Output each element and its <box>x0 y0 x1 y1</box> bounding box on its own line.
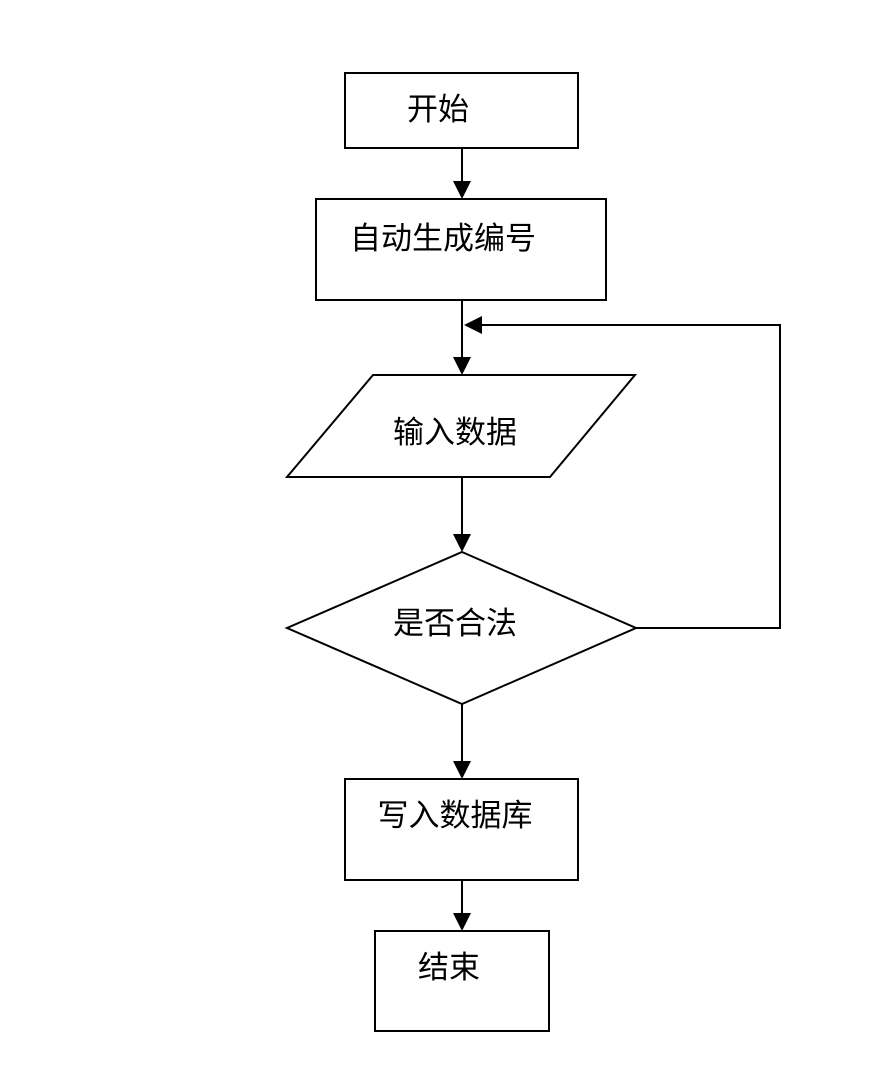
edge-is-valid-loop-back <box>464 316 781 629</box>
node-generate-id: 自动生成编号 <box>315 198 607 301</box>
start-box <box>344 72 579 149</box>
start-label: 开始 <box>407 92 469 128</box>
node-write-db: 写入数据库 <box>344 778 579 881</box>
arrowhead-icon <box>453 913 471 931</box>
input-data-label: 输入数据 <box>393 415 517 451</box>
write-db-label: 写入数据库 <box>378 798 533 834</box>
end-box <box>374 930 550 1032</box>
edge-write-db-to-end <box>453 880 471 931</box>
arrowhead-icon <box>453 534 471 552</box>
edge-input-data-to-is-valid <box>453 477 471 552</box>
edge-generate-id-to-input-data <box>453 300 471 375</box>
node-end: 结束 <box>374 930 550 1032</box>
is-valid-label: 是否合法 <box>393 606 517 642</box>
loop-back-connector <box>482 324 781 629</box>
edge-start-to-generate-id <box>453 148 471 199</box>
input-data-parallelogram <box>284 374 638 478</box>
arrowhead-icon <box>453 761 471 779</box>
node-start: 开始 <box>344 72 579 149</box>
node-input-data: 输入数据 <box>284 374 638 478</box>
generate-id-box <box>315 198 607 301</box>
write-db-box <box>344 778 579 881</box>
generate-id-label: 自动生成编号 <box>350 221 536 257</box>
arrowhead-left-icon <box>464 316 482 334</box>
arrowhead-icon <box>453 357 471 375</box>
node-is-valid: 是否合法 <box>284 550 639 706</box>
edge-is-valid-to-write-db <box>453 704 471 779</box>
end-label: 结束 <box>418 950 480 986</box>
arrowhead-icon <box>453 181 471 199</box>
